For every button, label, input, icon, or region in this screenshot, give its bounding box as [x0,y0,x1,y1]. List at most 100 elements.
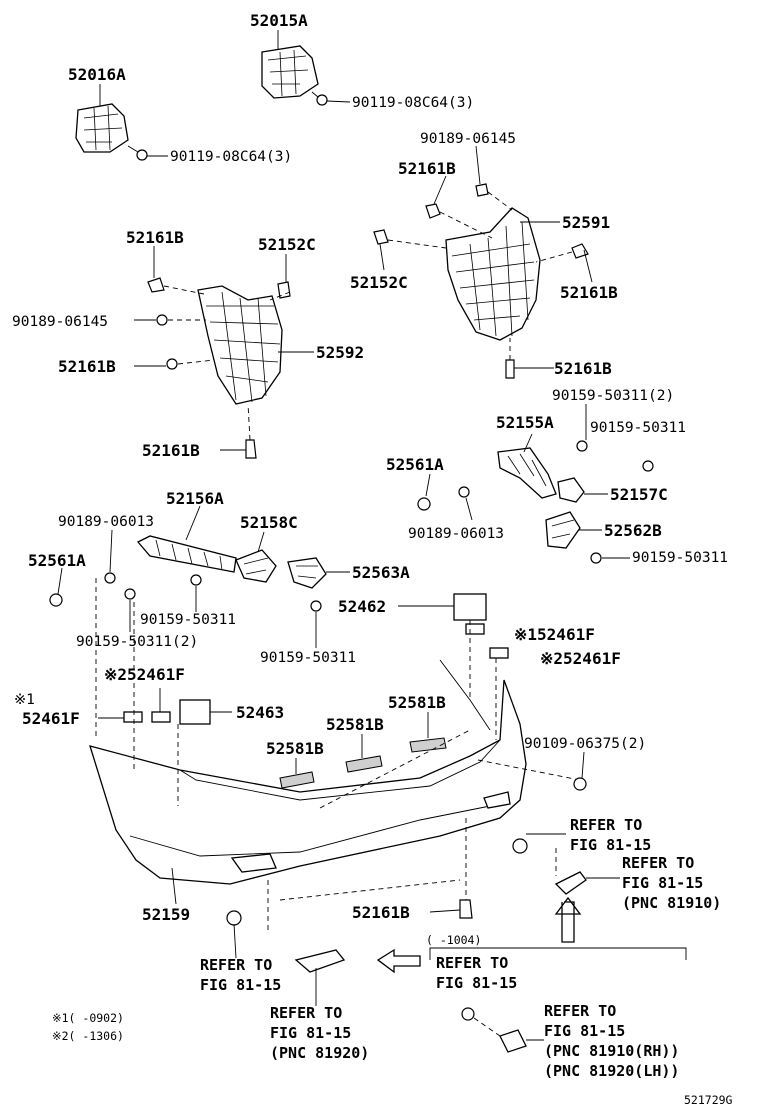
cushion-52462 [453,593,487,621]
pad-52461f-r2 [489,647,509,659]
socket-a [512,838,528,854]
label-52562b: 52562B [604,521,662,540]
label-note-mark-1: ※1 [14,692,35,708]
label-52581b-3: 52581B [266,739,324,758]
stay-52157c [557,477,585,503]
label-90189-06013-left: 90189-06013 [58,514,154,530]
label-ref-a1: REFER TO [570,816,642,834]
label-52161b-r1: 52161B [398,159,456,178]
label-90159-2-left: 90159-50311(2) [76,634,198,650]
retainer-52156a [49,535,237,607]
label-ref-f2: FIG 81-15 [544,1022,625,1040]
label-90189-06145-right: 90189-06145 [420,131,516,147]
stay-52155a [458,440,654,499]
bracket-52016a [75,103,129,153]
bumper-cover-52159 [89,659,527,885]
label-ref-b2: FIG 81-15 [622,874,703,892]
label-52591: 52591 [562,213,610,232]
label-52461f-r2: ※252461F [540,649,621,668]
socket-f [461,1007,527,1053]
label-90159-l2: 90159-50311 [260,650,356,666]
label-90159-2-right: 90159-50311(2) [552,388,674,404]
label-ref-e2: FIG 81-15 [270,1024,351,1042]
pad-52461f-r1 [465,623,485,635]
label-52161b-l1: 52161B [126,228,184,247]
label-52461f-mid: ※252461F [104,665,185,684]
label-52161b-l2: 52161B [58,357,116,376]
label-52592: 52592 [316,343,364,362]
arrow-left-icon [376,948,421,974]
bolt-52015a [311,91,351,106]
label-52161b-r3: 52161B [554,359,612,378]
bracket-52015a [261,45,319,99]
label-ref-d2: FIG 81-15 [200,976,281,994]
clips-52592 [147,277,291,459]
label-52015a: 52015A [250,11,308,30]
label-52563a: 52563A [352,563,410,582]
label-ref-c1: REFER TO [436,954,508,972]
label-52152c-left: 52152C [258,235,316,254]
label-90119-left: 90119-08C64(3) [170,149,292,165]
label-ref-a2: FIG 81-15 [570,836,651,854]
label-52152c-right: 52152C [350,273,408,292]
label-ref-d1: REFER TO [200,956,272,974]
label-90189-06013-right: 90189-06013 [408,526,504,542]
label-52161b-l3: 52161B [142,441,200,460]
label-52161b-r2: 52161B [560,283,618,302]
label-90159-r1: 90159-50311 [590,420,686,436]
label-leaders [57,30,630,1041]
bracket-52158c [235,549,277,583]
label-note-1: ※1( -0902) [52,1011,124,1025]
label-52161b-bottom: 52161B [352,903,410,922]
label-52461f-left: 52461F [22,709,80,728]
label-90189-06145-left: 90189-06145 [12,314,108,330]
arrow-up-icon [554,896,582,943]
lamp-81920 [294,949,346,973]
clip-52161b-bottom [459,899,473,919]
label-52159: 52159 [142,905,190,924]
label-note-2: ※2( -1306) [52,1029,124,1043]
label-ref-c2: FIG 81-15 [436,974,517,992]
label-90119-top: 90119-08C64(3) [352,95,474,111]
pad-52461f-m [151,711,171,723]
bolt-52561a-r [417,497,431,511]
label-52581b-1: 52581B [388,693,446,712]
clips-52591 [373,183,589,379]
label-ref-e3: (PNC 81920) [270,1044,369,1062]
pad-52461f-l [123,711,143,723]
label-52461f-r1: ※152461F [514,625,595,644]
label-ref-f4: (PNC 81920(LH)) [544,1062,679,1080]
label-ref-b1: REFER TO [622,854,694,872]
mudguard-52591 [445,207,541,341]
pad-52581b-1 [409,737,447,753]
label-52581b-2: 52581B [326,715,384,734]
bolt-52016a [127,145,168,161]
label-52155a: 52155A [496,413,554,432]
label-52156a: 52156A [166,489,224,508]
mudguard-52592 [197,285,283,405]
dashed-leaders [95,578,581,934]
lamp-81910 [554,871,587,895]
label-ref-e1: REFER TO [270,1004,342,1022]
label-ref-f1: REFER TO [544,1002,616,1020]
label-figure-id: 521729G [684,1093,733,1107]
label-90109: 90109-06375(2) [524,736,646,752]
bracket-52563a [287,557,327,612]
label-52016a: 52016A [68,65,126,84]
label-ref-f3: (PNC 81910(RH)) [544,1042,679,1060]
label-52561a-left: 52561A [28,551,86,570]
label-range-1004: ( -1004) [426,933,481,947]
bracket-52562b [545,511,602,564]
range-bracket [429,947,687,960]
cushion-52463 [179,699,211,725]
pad-52581b-3 [279,771,315,789]
label-52158c: 52158C [240,513,298,532]
label-52561a-right: 52561A [386,455,444,474]
socket-c [226,910,242,926]
label-52463: 52463 [236,703,284,722]
bolt-90109 [573,777,587,791]
label-90159-r2: 90159-50311 [632,550,728,566]
pad-52581b-2 [345,755,383,773]
label-ref-b3: (PNC 81910) [622,894,721,912]
